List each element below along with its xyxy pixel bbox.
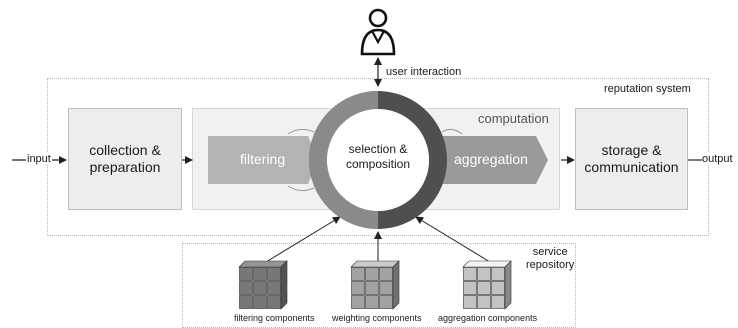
- filtering-label: filtering: [240, 151, 286, 167]
- selection-ring: [309, 91, 447, 229]
- aggregation-components-label: aggregation components: [438, 313, 538, 323]
- filtering-components-arrow: [265, 216, 341, 263]
- filtering-components-label: filtering components: [234, 313, 315, 323]
- aggregation-components-arrow: [415, 216, 491, 263]
- service-repository-label: service repository: [526, 246, 575, 271]
- feedback-arc-top: [287, 128, 315, 135]
- storage-communication-box: storage & communication: [575, 108, 688, 210]
- filtering-arrow-shape: [208, 136, 318, 184]
- aggregation-label: aggregation: [454, 151, 528, 167]
- feedback-arc-bottom: [287, 185, 315, 192]
- output-label: output: [702, 153, 733, 165]
- collection-preparation-box: collection & preparation: [68, 108, 182, 210]
- selection-composition-label: selection & composition: [345, 142, 411, 171]
- collection-preparation-label: collection & preparation: [89, 142, 161, 175]
- ring-light-half: [309, 91, 379, 229]
- input-label: input: [26, 153, 52, 165]
- user-interaction-label: user interaction: [386, 66, 462, 78]
- computation-label: computation: [478, 111, 549, 126]
- aggregation-arrow-shape: [438, 136, 548, 184]
- weighting-components-label: weighting components: [332, 313, 422, 323]
- storage-communication-label: storage & communication: [584, 142, 679, 175]
- feedback-arc-right: [441, 128, 463, 135]
- user-icon: [360, 8, 396, 56]
- reputation-system-label: reputation system: [604, 83, 691, 95]
